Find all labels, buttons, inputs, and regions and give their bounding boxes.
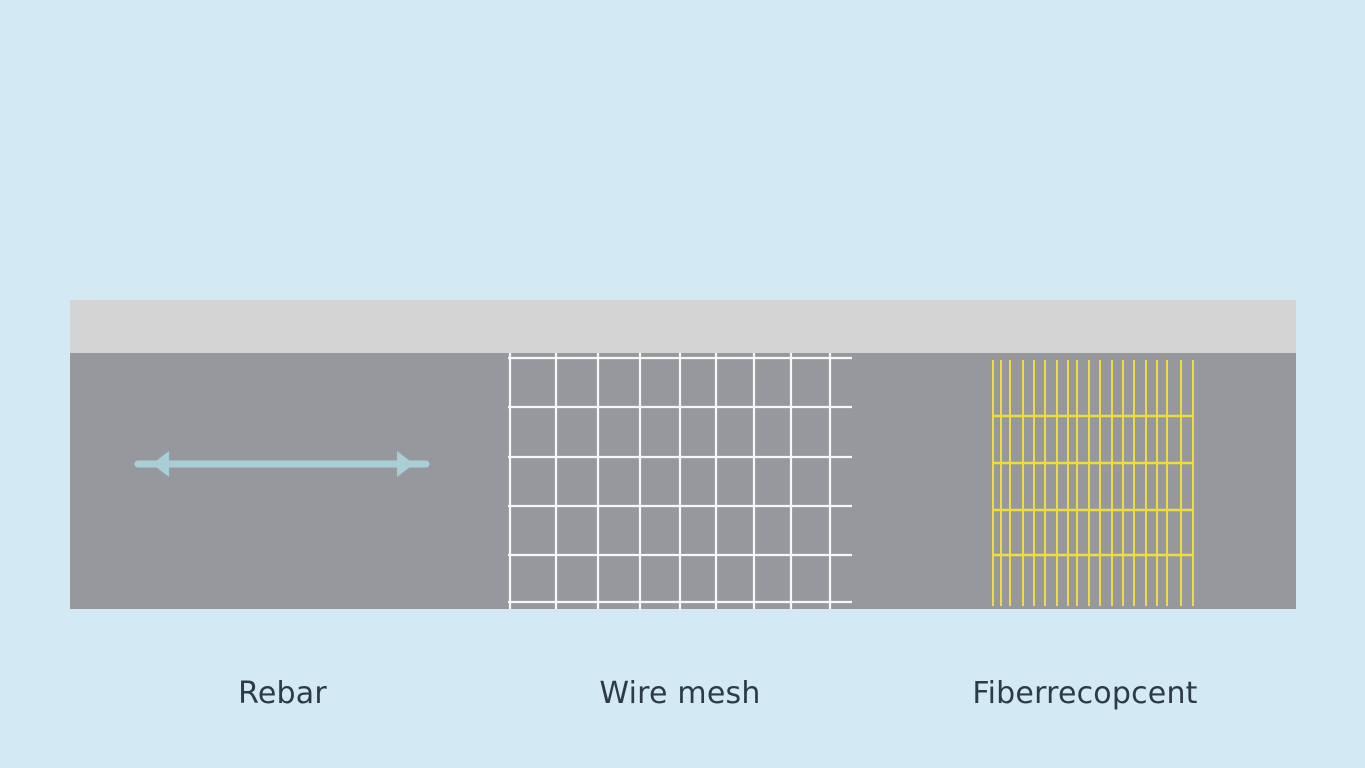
fiber-label: Fiberrecopcent <box>972 676 1198 711</box>
wire-mesh-label: Wire mesh <box>599 676 761 711</box>
fiber-grid-icon <box>992 360 1194 606</box>
rebar-icon <box>134 451 430 477</box>
concrete-slab <box>70 300 1296 609</box>
wire-mesh-icon <box>508 353 852 609</box>
rebar-left-arrowhead <box>152 451 169 477</box>
rebar-right-arrowhead <box>397 451 414 477</box>
slab-top-layer <box>70 300 1296 353</box>
rebar-label: Rebar <box>238 676 327 711</box>
